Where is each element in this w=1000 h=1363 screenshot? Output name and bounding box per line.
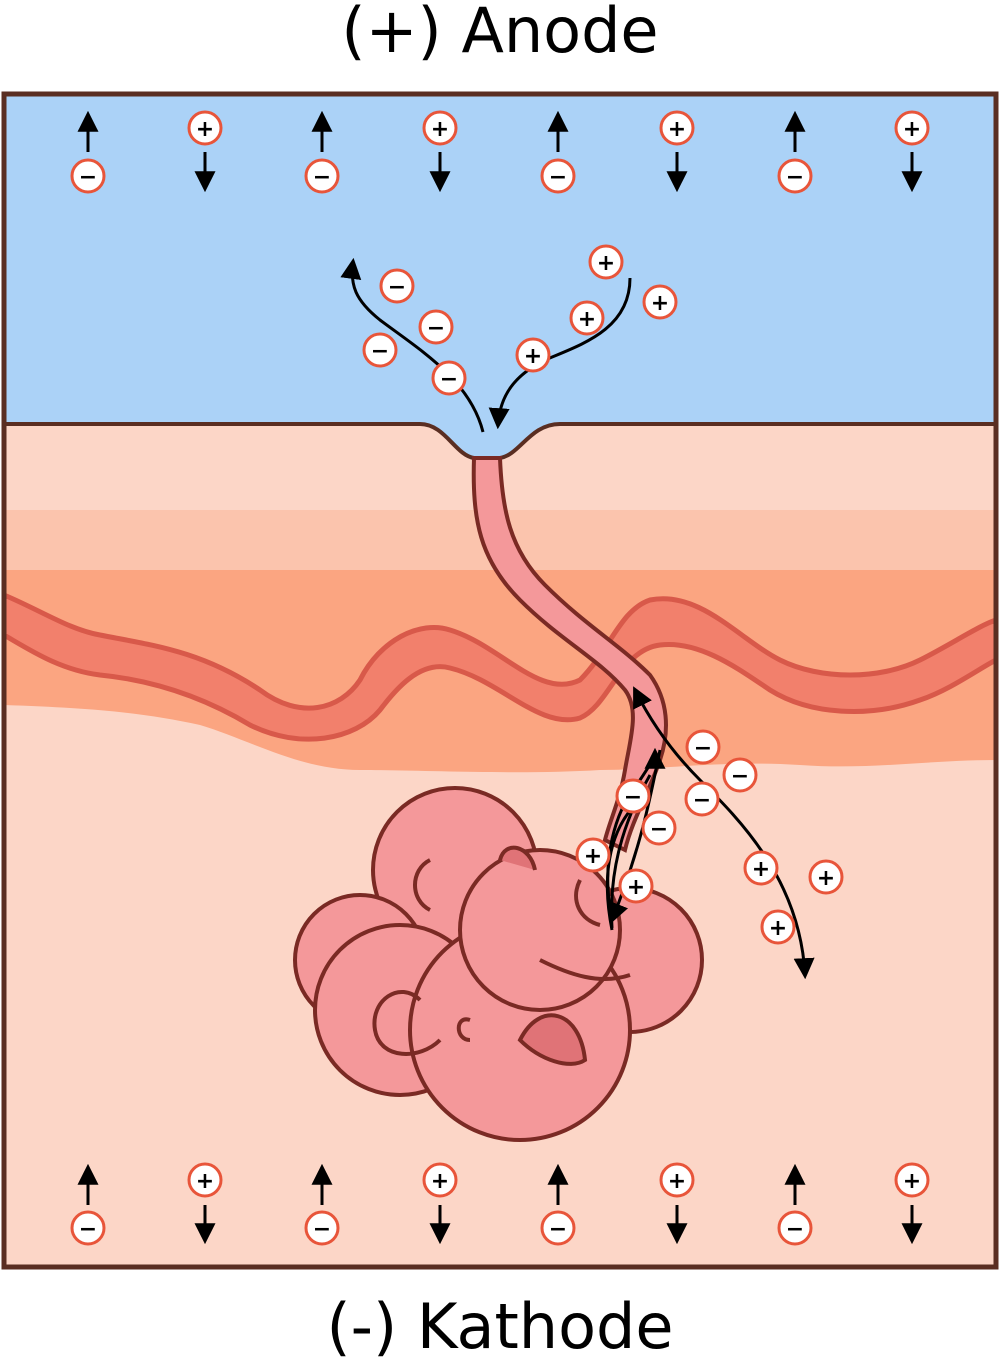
svg-text:−: − xyxy=(624,785,642,810)
anion-icon: − xyxy=(70,1210,106,1246)
anion-icon: − xyxy=(304,1210,340,1246)
cation-icon: + xyxy=(894,110,930,146)
svg-text:+: + xyxy=(578,307,596,332)
svg-text:+: + xyxy=(903,1169,921,1194)
svg-text:+: + xyxy=(817,866,835,891)
ion-layer: −+−+−+−+−+−+−+−+−−−−++++−−−−−+++++ xyxy=(70,110,930,1246)
cation-icon: + xyxy=(659,1162,695,1198)
svg-text:−: − xyxy=(650,817,668,842)
anion-icon: − xyxy=(418,309,454,345)
diagram-frame xyxy=(1,91,999,1270)
cation-icon: + xyxy=(515,337,551,373)
anion-flow-arrow xyxy=(340,257,485,433)
cation-icon: + xyxy=(569,300,605,336)
sweat-duct xyxy=(471,456,668,853)
svg-text:+: + xyxy=(584,844,602,869)
anion-icon: − xyxy=(615,778,651,814)
anion-icon: − xyxy=(362,332,398,368)
svg-text:−: − xyxy=(786,165,804,190)
svg-text:−: − xyxy=(694,736,712,761)
cation-icon: + xyxy=(422,1162,458,1198)
svg-text:+: + xyxy=(627,875,645,900)
svg-text:−: − xyxy=(79,1217,97,1242)
cation-icon: + xyxy=(618,868,654,904)
svg-text:+: + xyxy=(769,916,787,941)
svg-text:+: + xyxy=(196,1169,214,1194)
anode-label: (+) Anode xyxy=(341,0,659,67)
cation-icon: + xyxy=(894,1162,930,1198)
svg-text:−: − xyxy=(786,1217,804,1242)
cation-icon: + xyxy=(588,244,624,280)
cation-icon: + xyxy=(422,110,458,146)
svg-text:−: − xyxy=(731,764,749,789)
cation-icon: + xyxy=(187,110,223,146)
anode-fluid xyxy=(4,94,996,458)
kathode-label: (-) Kathode xyxy=(326,1290,674,1363)
anion-icon: − xyxy=(641,810,677,846)
cation-icon: + xyxy=(743,850,779,886)
cation-icon: + xyxy=(760,909,796,945)
anion-icon: − xyxy=(70,158,106,194)
svg-text:−: − xyxy=(693,788,711,813)
anion-icon: − xyxy=(379,268,415,304)
anion-icon: − xyxy=(540,1210,576,1246)
anion-icon: − xyxy=(777,1210,813,1246)
svg-text:−: − xyxy=(371,339,389,364)
anion-icon: − xyxy=(684,781,720,817)
svg-text:−: − xyxy=(440,367,458,392)
svg-text:+: + xyxy=(651,291,669,316)
anion-icon: − xyxy=(685,729,721,765)
anion-icon: − xyxy=(777,158,813,194)
svg-text:+: + xyxy=(668,117,686,142)
svg-text:−: − xyxy=(388,275,406,300)
svg-text:+: + xyxy=(668,1169,686,1194)
svg-text:−: − xyxy=(549,1217,567,1242)
svg-text:+: + xyxy=(431,1169,449,1194)
svg-text:+: + xyxy=(524,344,542,369)
svg-text:+: + xyxy=(903,117,921,142)
svg-text:−: − xyxy=(549,165,567,190)
svg-text:+: + xyxy=(597,251,615,276)
anion-icon: − xyxy=(540,158,576,194)
cation-icon: + xyxy=(642,284,678,320)
cation-icon: + xyxy=(575,837,611,873)
cation-icon: + xyxy=(659,110,695,146)
anion-icon: − xyxy=(722,757,758,793)
field-arrows xyxy=(77,110,923,1245)
anion-icon: − xyxy=(304,158,340,194)
cation-icon: + xyxy=(187,1162,223,1198)
svg-text:−: − xyxy=(313,1217,331,1242)
anion-icon: − xyxy=(431,360,467,396)
svg-text:+: + xyxy=(196,117,214,142)
svg-text:+: + xyxy=(431,117,449,142)
cation-icon: + xyxy=(808,859,844,895)
svg-text:−: − xyxy=(427,316,445,341)
svg-text:+: + xyxy=(752,857,770,882)
svg-text:−: − xyxy=(313,165,331,190)
svg-text:−: − xyxy=(79,165,97,190)
